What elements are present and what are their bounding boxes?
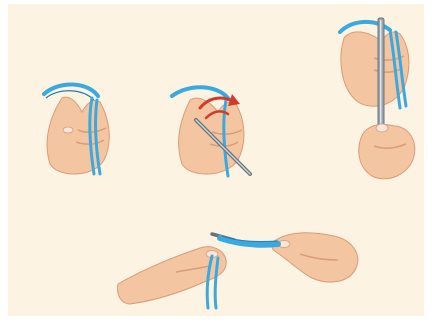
- step-3-illustration: [334, 14, 420, 182]
- step-1-illustration: [34, 78, 126, 178]
- hand-holding-yarn-loop-icon: [34, 78, 126, 178]
- needle-wrapping-yarn-icon: [166, 78, 266, 180]
- step-2-illustration: [166, 78, 266, 180]
- two-hands-cast-on-icon: [116, 220, 364, 310]
- illustration-panel: [8, 4, 424, 316]
- needle-through-loop-icon: [334, 14, 420, 182]
- step-4-illustration: [116, 220, 364, 310]
